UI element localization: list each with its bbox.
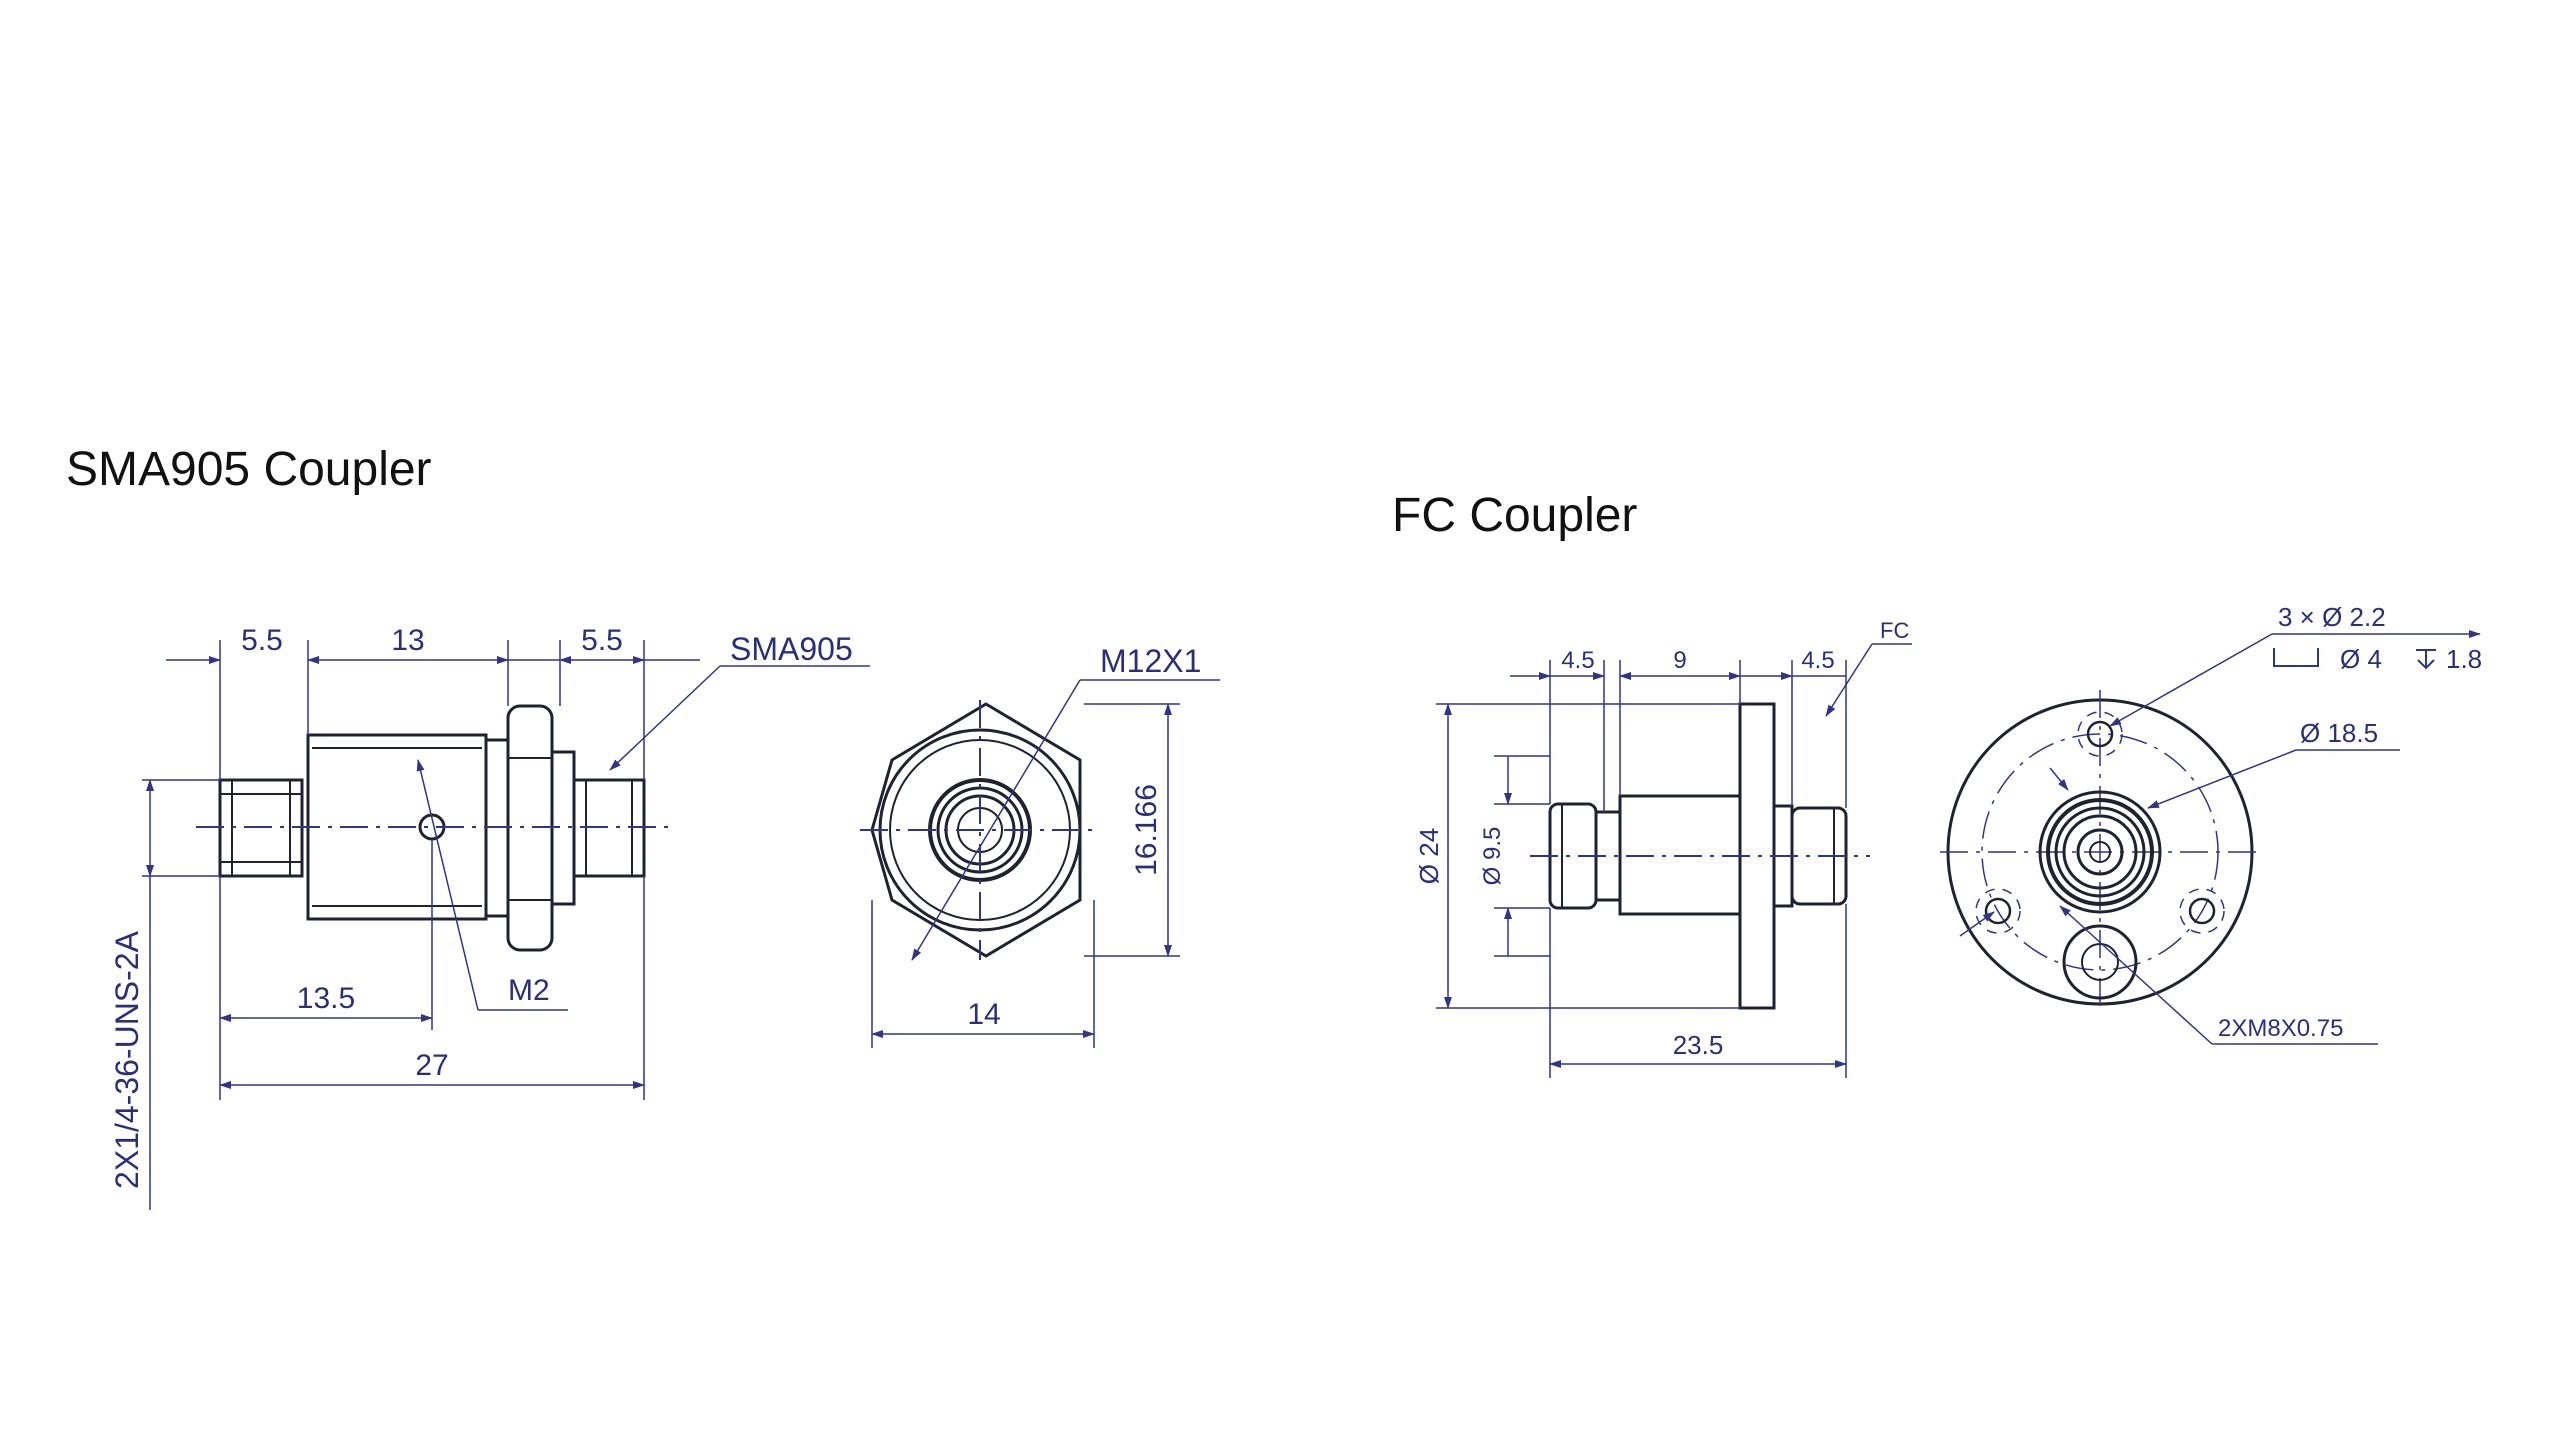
sma-dim-total: 27 bbox=[415, 1049, 448, 1082]
fc-dim-left: 4.5 bbox=[1561, 647, 1594, 674]
fc-thread-hole bbox=[2062, 924, 2138, 1000]
fc-thread-label: 2XM8X0.75 bbox=[2218, 1015, 2343, 1042]
fc-dim-right: 4.5 bbox=[1801, 647, 1834, 674]
fc-end-view: 3 × Ø 2.2 Ø 4 1.8 Ø 18.5 2XM8X0.75 bbox=[1940, 602, 2482, 1045]
fc-holes-label: 3 × Ø 2.2 bbox=[2278, 602, 2386, 632]
fc-dim-total: 23.5 bbox=[1673, 1030, 1724, 1060]
fc-dia-flange: Ø 24 bbox=[1414, 828, 1444, 884]
fc-title: FC Coupler bbox=[1392, 489, 1638, 542]
fc-mounting-hole-left bbox=[1975, 888, 2021, 934]
sma-hex-width: 14 bbox=[967, 998, 1000, 1031]
hex-outline bbox=[870, 702, 1082, 958]
sma-screw-label: M2 bbox=[508, 974, 550, 1007]
sma-dim-right: 5.5 bbox=[581, 624, 623, 657]
sma-dim-mid: 13 bbox=[391, 624, 424, 657]
fc-bolt-circle-label: Ø 18.5 bbox=[2300, 718, 2378, 748]
sma-title: SMA905 Coupler bbox=[66, 443, 432, 496]
sma-side-view: 5.5 13 5.5 SMA905 2X1/4-36-UNS-2A 13.5 2… bbox=[109, 624, 870, 1210]
sma-connector-label: SMA905 bbox=[730, 631, 853, 667]
fc-counterbore-label: Ø 4 bbox=[2340, 644, 2382, 674]
depth-icon bbox=[2416, 649, 2436, 670]
sma-hex-thread-label: M12X1 bbox=[1100, 643, 1201, 679]
fc-dia-body: Ø 9.5 bbox=[1479, 827, 1506, 886]
fc-side-view: 4.5 9 4.5 FC Ø 24 Ø 9.5 23.5 bbox=[1414, 618, 1912, 1078]
fc-connector-label: FC bbox=[1880, 618, 1909, 643]
sma-hex-height: 16.166 bbox=[1130, 784, 1163, 876]
sma-dim-left: 5.5 bbox=[241, 624, 283, 657]
sma-end-view: M12X1 16.166 14 bbox=[860, 643, 1220, 1048]
fc-mounting-hole-top bbox=[2077, 711, 2123, 757]
fc-counterbore-depth: 1.8 bbox=[2446, 644, 2482, 674]
fc-dim-mid: 9 bbox=[1673, 647, 1686, 674]
sma-dim-half: 13.5 bbox=[297, 982, 355, 1015]
counterbore-icon bbox=[2273, 648, 2319, 667]
fc-mounting-hole-right bbox=[2179, 888, 2225, 934]
sma-thread-label: 2X1/4-36-UNS-2A bbox=[109, 930, 145, 1189]
